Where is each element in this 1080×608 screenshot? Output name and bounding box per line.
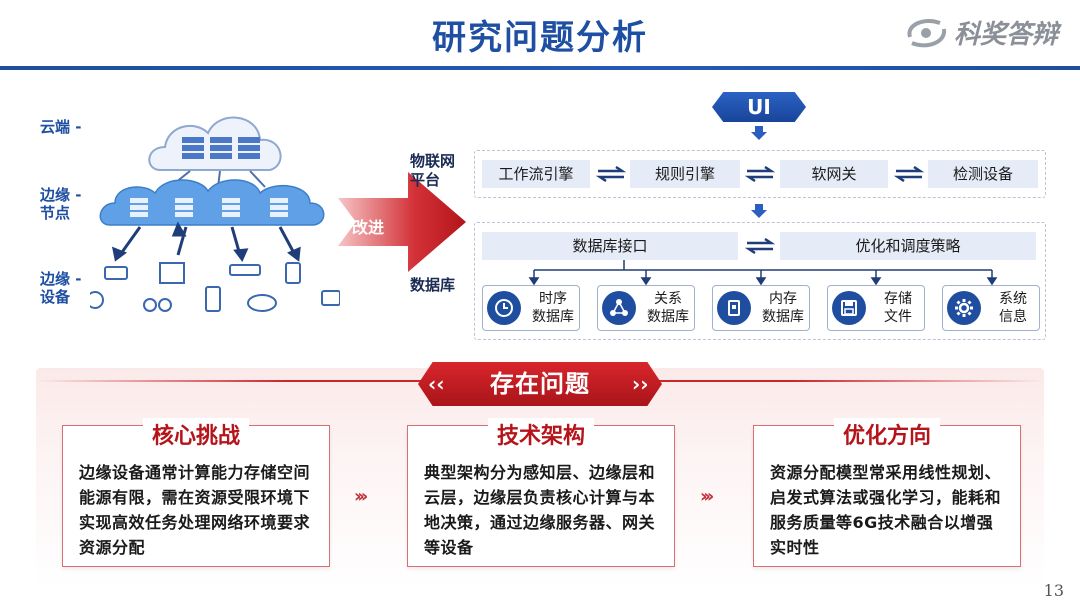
brand-swirl-icon bbox=[907, 18, 946, 47]
db-card-system: 系统信息 bbox=[942, 285, 1040, 331]
relation-icon bbox=[602, 291, 636, 325]
cloud-server-icons bbox=[182, 137, 260, 159]
improve-label: 改进 bbox=[352, 218, 385, 237]
optimization-strategy: 优化和调度策略 bbox=[780, 232, 1036, 260]
db-interface: 数据库接口 bbox=[482, 232, 738, 260]
db-card-memory: 内存数据库 bbox=[712, 285, 810, 331]
db-card-label: 系统信息 bbox=[999, 291, 1027, 325]
swap-arrows-icon bbox=[596, 166, 626, 182]
clock-icon bbox=[487, 291, 521, 325]
page-number: 13 bbox=[1043, 581, 1064, 600]
chevron-left-icon: ‹‹ bbox=[428, 372, 445, 396]
db-card-label: 内存数据库 bbox=[762, 291, 804, 325]
swap-arrows-icon bbox=[894, 166, 924, 182]
robot-vacuum-icon bbox=[247, 294, 277, 312]
db-card-storage: 存储文件 bbox=[827, 285, 925, 331]
swap-arrows-icon bbox=[745, 238, 775, 254]
problem-card-optimization: 优化方向 资源分配模型常采用线性规划、启发式算法或强化学习，能耗和服务质量等6G… bbox=[753, 418, 1021, 567]
card-body: 典型架构分为感知层、边缘层和云层，边缘层负责核心计算与本地决策，通过边缘服务器、… bbox=[424, 463, 656, 557]
card-body: 边缘设备通常计算能力存储空间能源有限，需在资源受限环境下实现高效任务处理网络环境… bbox=[79, 463, 311, 557]
car-icon bbox=[90, 291, 104, 309]
rule-engine: 规则引擎 bbox=[630, 160, 740, 188]
edge-computing-illustration bbox=[90, 116, 340, 312]
page-title: 研究问题分析 bbox=[432, 18, 648, 58]
iot-platform-label: 物联网平台 bbox=[410, 152, 456, 189]
swap-arrows-icon bbox=[745, 166, 775, 182]
edge-device-label: 边缘 -设备 bbox=[40, 270, 82, 306]
problem-card-challenge: 核心挑战 边缘设备通常计算能力存储空间能源有限，需在资源受限环境下实现高效任务处… bbox=[62, 418, 330, 567]
soft-gateway: 软网关 bbox=[780, 160, 888, 188]
edge-device-icons bbox=[90, 262, 340, 312]
down-arrow-icon bbox=[751, 126, 767, 140]
brand-name: 科奖答辩 bbox=[953, 20, 1058, 50]
card-body: 资源分配模型常采用线性规划、启发式算法或强化学习，能耗和服务质量等6G技术融合以… bbox=[770, 463, 1002, 557]
chevron-right-icon: ›› bbox=[632, 372, 649, 396]
improve-arrow-icon bbox=[338, 172, 466, 272]
camera-icon bbox=[104, 266, 128, 280]
header: 研究问题分析 科奖答辩 bbox=[0, 0, 1080, 70]
tv-icon bbox=[321, 290, 340, 306]
db-card-label: 时序数据库 bbox=[532, 291, 574, 325]
db-card-label: 关系数据库 bbox=[647, 291, 689, 325]
workflow-engine: 工作流引擎 bbox=[482, 160, 590, 188]
db-card-label: 存储文件 bbox=[884, 291, 912, 325]
card-title: 核心挑战 bbox=[143, 418, 249, 450]
cloud-tier-label: 云端 - bbox=[40, 118, 82, 136]
memory-icon bbox=[717, 291, 751, 325]
card-title: 技术架构 bbox=[488, 418, 594, 450]
detection-device: 检测设备 bbox=[928, 160, 1038, 188]
problems-banner: 存在问题 bbox=[418, 362, 662, 406]
problem-card-architecture: 技术架构 典型架构分为感知层、边缘层和云层，边缘层负责核心计算与本地决策，通过边… bbox=[407, 418, 675, 567]
down-arrow-icon bbox=[751, 204, 767, 218]
edge-cloud-icon bbox=[99, 179, 325, 226]
db-card-relational: 关系数据库 bbox=[597, 285, 695, 331]
header-divider bbox=[0, 66, 1080, 70]
watch-icon bbox=[285, 262, 301, 284]
chevron-double-right-icon: ››› bbox=[354, 486, 368, 507]
brand-logo: 科奖答辩 bbox=[904, 14, 1058, 51]
edge-node-label: 边缘 -节点 bbox=[40, 186, 82, 222]
bicycle-icon bbox=[143, 298, 157, 312]
factory-icon bbox=[159, 262, 185, 284]
ac-icon bbox=[229, 264, 261, 276]
edge-server-icons bbox=[130, 198, 288, 217]
db-card-timeseries: 时序数据库 bbox=[482, 285, 580, 331]
db-connector-lines bbox=[528, 260, 998, 286]
save-icon bbox=[832, 291, 866, 325]
cloud-icon bbox=[148, 116, 282, 171]
card-title: 优化方向 bbox=[834, 418, 940, 450]
ui-badge: UI bbox=[712, 92, 806, 122]
database-label: 数据库 bbox=[410, 276, 456, 294]
database-panel bbox=[474, 222, 1046, 340]
phone-icon bbox=[205, 286, 221, 312]
gear-icon bbox=[947, 291, 981, 325]
iot-platform-panel bbox=[474, 150, 1046, 198]
chevron-double-right-icon: ››› bbox=[700, 486, 714, 507]
